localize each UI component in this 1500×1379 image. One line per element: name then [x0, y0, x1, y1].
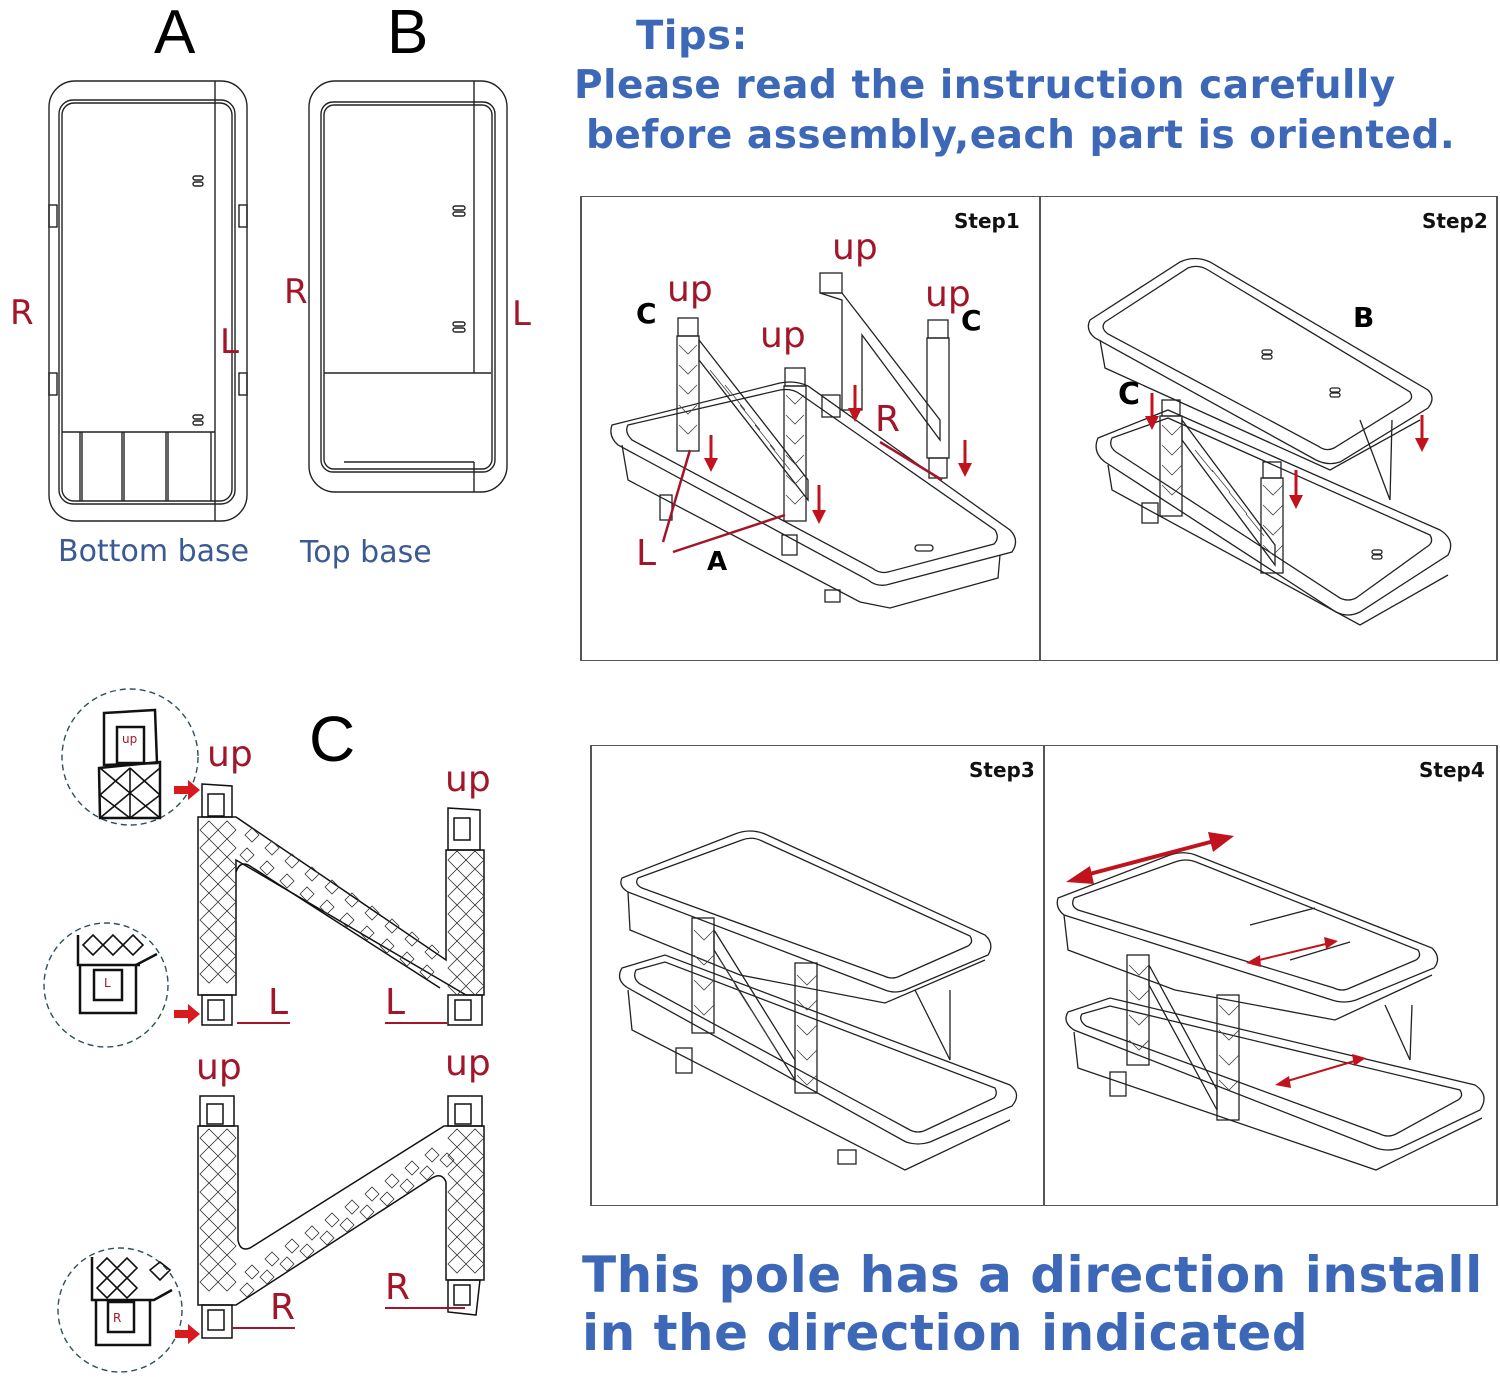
step1-l-label: L — [636, 533, 657, 574]
pole-bottom-body — [197, 1125, 485, 1306]
pole-top-l-left: L — [268, 982, 289, 1023]
step3-label: Step3 — [969, 758, 1035, 782]
step4-arrow-top-inner — [1254, 942, 1331, 962]
step2-label: Step2 — [1422, 209, 1488, 233]
tips-line-2: before assembly,each part is oriented. — [586, 113, 1456, 158]
detail-circle-top — [61, 688, 199, 826]
pole-bottom-lattice — [199, 1128, 485, 1298]
bottom-base-outer-rim — [48, 80, 248, 522]
note-line-1: This pole has a direction install — [582, 1246, 1483, 1304]
pole-top-lattice — [199, 820, 485, 996]
detail-bottom-r-label: R — [113, 1311, 122, 1325]
pole-bottom-r-right: R — [385, 1267, 411, 1308]
pole-c-bottom-drawing — [57, 1095, 485, 1373]
pole-top-up-right: up — [445, 759, 491, 800]
pole-bottom-r-left: R — [270, 1287, 296, 1328]
pole-top-up-left: up — [207, 734, 253, 775]
tips-heading: Tips: — [636, 13, 748, 59]
detail-circle-bottom — [57, 1247, 183, 1373]
step1-up-label-1: up — [832, 227, 878, 268]
step1-a-label: A — [707, 547, 728, 577]
step1-l-leader-2 — [672, 513, 786, 554]
step1-r-leader — [879, 440, 943, 482]
bottom-base-caption: Bottom base — [58, 534, 250, 569]
step4-arrow-top-slide — [1081, 838, 1219, 878]
bottom-base-inner-rim — [58, 99, 236, 505]
detail-middle-l-label: L — [104, 976, 111, 990]
step1-base-a — [610, 381, 1017, 586]
step1-l-leader-1 — [661, 449, 692, 543]
pole-c-top-drawing — [43, 688, 485, 1048]
step1-label: Step1 — [954, 209, 1020, 233]
step1-c-left: C — [636, 297, 657, 330]
top-base-l-label: L — [512, 294, 531, 334]
note-line-2: in the direction indicated — [582, 1304, 1309, 1362]
step1-c-right: C — [961, 304, 982, 337]
pole-bottom-up-right: up — [445, 1043, 491, 1084]
part-c-letter: C — [309, 703, 356, 775]
top-base-inner-rim — [320, 101, 496, 473]
pole-top-red-arrows — [174, 780, 200, 1024]
top-base-caption: Top base — [300, 535, 432, 570]
bottom-base-drawing — [48, 80, 248, 522]
step2-base-a — [1095, 409, 1452, 616]
step4-top-tier — [1056, 852, 1439, 1003]
step2-base-b — [1087, 257, 1433, 465]
pole-bottom-up-left: up — [196, 1047, 242, 1088]
top-base-drawing — [308, 80, 508, 493]
step1-up-label-4: up — [760, 315, 806, 356]
detail-top-up-label: up — [122, 732, 138, 746]
step2-b-label: B — [1353, 301, 1375, 334]
pole-top-l-right: L — [385, 982, 406, 1023]
part-b-letter: B — [387, 0, 429, 67]
step-divider — [1039, 196, 1041, 661]
tips-line-1: Please read the instruction carefully — [574, 63, 1396, 108]
bottom-base-r-label: R — [10, 293, 34, 333]
step1-r-label: R — [875, 399, 901, 440]
step4-bottom-tier — [1065, 997, 1485, 1151]
detail-circle-middle — [43, 922, 169, 1048]
step1-up-label-2: up — [667, 269, 713, 310]
step4-arrow-bottom-inner — [1283, 1059, 1359, 1083]
top-base-outer-rim — [308, 80, 508, 493]
top-base-r-label: R — [284, 272, 308, 312]
step3-bottom-tier — [618, 954, 1018, 1145]
pole-bottom-red-arrow — [175, 1324, 200, 1344]
step2-c-label: C — [1118, 377, 1141, 412]
part-a-letter: A — [154, 0, 196, 67]
step4-label: Step4 — [1419, 758, 1485, 782]
step3-top-tier — [620, 830, 992, 993]
step1-up-label-3: up — [925, 274, 971, 315]
bottom-base-l-label: L — [220, 322, 239, 362]
